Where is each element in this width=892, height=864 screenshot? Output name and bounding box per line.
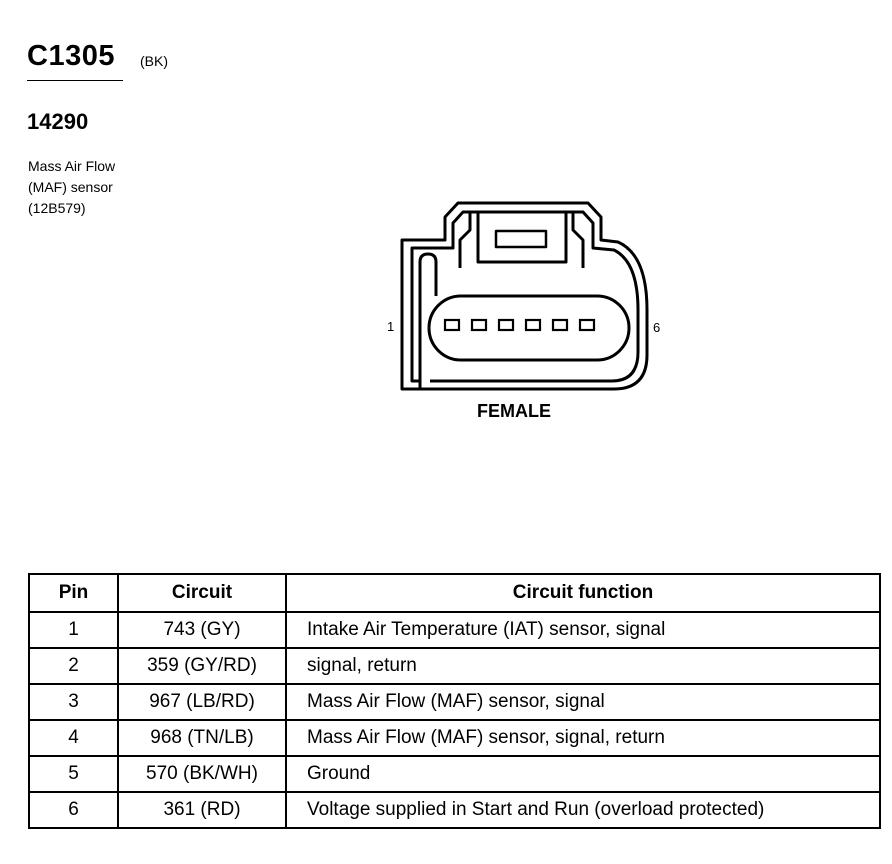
pin-label-first: 1 (387, 319, 395, 334)
cell-circuit: 743 (GY) (117, 611, 287, 649)
connector-gender-label: FEMALE (477, 401, 551, 421)
cell-function: Mass Air Flow (MAF) sensor, signal, retu… (285, 719, 881, 757)
table-row: 4 968 (TN/LB) Mass Air Flow (MAF) sensor… (28, 719, 881, 757)
pinout-table: Pin Circuit Circuit function 1 743 (GY) … (28, 573, 881, 829)
cell-circuit: 359 (GY/RD) (117, 647, 287, 685)
column-header-pin: Pin (28, 573, 119, 613)
pin-cavities (443, 318, 596, 332)
housing-outline (400, 201, 649, 391)
latch-tab (494, 229, 548, 249)
connector-id: C1305 (27, 40, 115, 72)
cell-function: Ground (285, 755, 881, 793)
table-row: 1 743 (GY) Intake Air Temperature (IAT) … (28, 611, 881, 649)
cell-function: Mass Air Flow (MAF) sensor, signal (285, 683, 881, 721)
pin-slot-4 (524, 318, 542, 332)
column-header-function: Circuit function (285, 573, 881, 613)
latch-window (476, 210, 568, 264)
cell-circuit: 361 (RD) (117, 791, 287, 829)
connector-face-diagram (400, 201, 649, 391)
description-line: Mass Air Flow (28, 158, 116, 174)
description-line: (12B579) (28, 200, 86, 216)
cell-function: signal, return (285, 647, 881, 685)
description-line: (MAF) sensor (28, 179, 113, 195)
cell-function: Voltage supplied in Start and Run (overl… (285, 791, 881, 829)
cell-pin: 5 (28, 755, 119, 793)
table-row: 6 361 (RD) Voltage supplied in Start and… (28, 791, 881, 829)
cell-function: Intake Air Temperature (IAT) sensor, sig… (285, 611, 881, 649)
latch-outline (458, 212, 585, 268)
cell-pin: 3 (28, 683, 119, 721)
cell-circuit: 967 (LB/RD) (117, 683, 287, 721)
table-header-row: Pin Circuit Circuit function (28, 573, 881, 613)
connector-description: Mass Air Flow (MAF) sensor (12B579) (28, 156, 115, 219)
pin-label-last: 6 (653, 320, 661, 335)
connector-color-code: (BK) (140, 53, 168, 69)
column-header-circuit: Circuit (117, 573, 287, 613)
cell-pin: 4 (28, 719, 119, 757)
table-row: 5 570 (BK/WH) Ground (28, 755, 881, 793)
title-underline (27, 80, 123, 81)
cell-pin: 6 (28, 791, 119, 829)
part-number: 14290 (27, 109, 89, 134)
pin-slot-2 (470, 318, 488, 332)
cell-pin: 2 (28, 647, 119, 685)
pin-slot-3 (497, 318, 515, 332)
alignment-slot (418, 252, 438, 389)
cell-circuit: 570 (BK/WH) (117, 755, 287, 793)
pin-cavity-outline (427, 294, 631, 362)
pin-slot-5 (551, 318, 569, 332)
pin-slot-6 (578, 318, 596, 332)
cell-pin: 1 (28, 611, 119, 649)
table-row: 2 359 (GY/RD) signal, return (28, 647, 881, 685)
table-row: 3 967 (LB/RD) Mass Air Flow (MAF) sensor… (28, 683, 881, 721)
pin-slot-1 (443, 318, 461, 332)
cell-circuit: 968 (TN/LB) (117, 719, 287, 757)
